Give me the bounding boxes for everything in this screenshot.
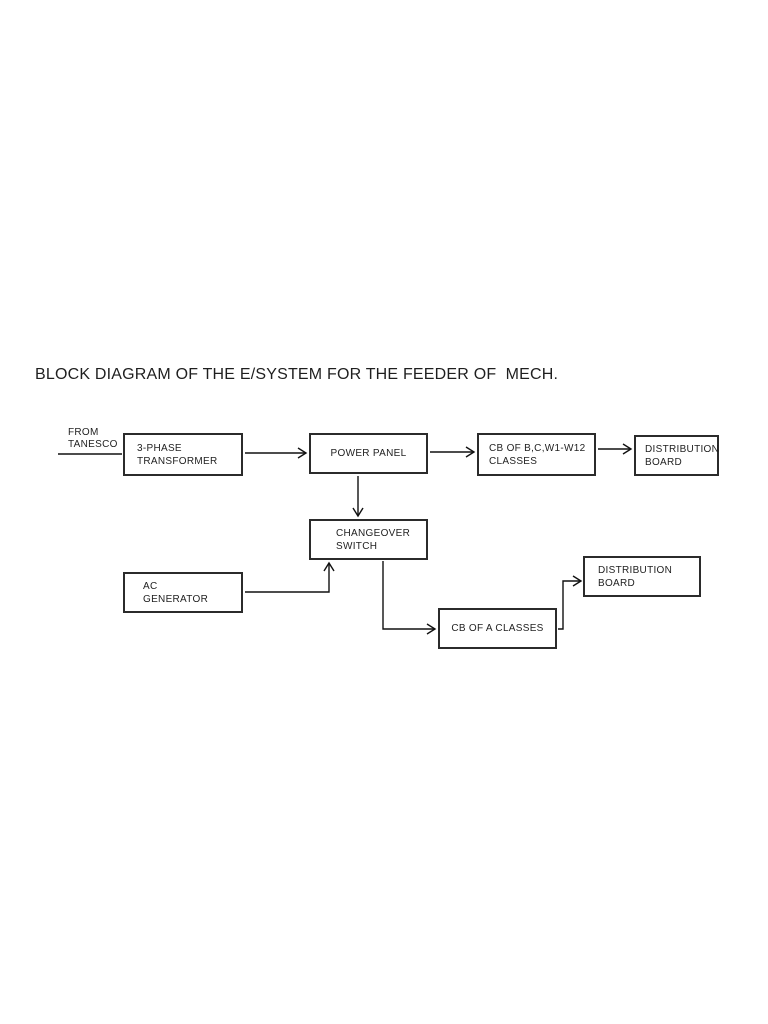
node-label: POWER PANEL xyxy=(330,448,407,459)
node-label: CB OF A CLASSES xyxy=(451,623,544,634)
node-ac-generator: AC GENERATOR xyxy=(123,572,243,613)
connector-changeover-to-cb-a-arrow xyxy=(382,561,437,635)
node-label: CB OF B,C,W1-W12 CLASSES xyxy=(489,442,586,467)
node-label: DISTRIBUTION BOARD xyxy=(645,443,720,468)
page-title: BLOCK DIAGRAM OF THE E/SYSTEM FOR THE FE… xyxy=(35,366,559,383)
node-distribution-board-bottom: DISTRIBUTION BOARD xyxy=(583,556,701,597)
connector-ac-generator-to-changeover-arrow xyxy=(245,561,335,593)
node-label: AC GENERATOR xyxy=(143,580,209,605)
connector-cb-a-to-distribution-bottom-arrow xyxy=(558,575,583,630)
node-power-panel: POWER PANEL xyxy=(309,433,428,474)
node-cb-of-a-classes: CB OF A CLASSES xyxy=(438,608,557,649)
node-label: 3-PHASE TRANSFORMER xyxy=(137,442,218,467)
node-three-phase-transformer: 3-PHASE TRANSFORMER xyxy=(123,433,243,476)
node-cb-of-bc-w1-w12-classes: CB OF B,C,W1-W12 CLASSES xyxy=(477,433,596,476)
node-distribution-board-top: DISTRIBUTION BOARD xyxy=(634,435,719,476)
node-label: DISTRIBUTION BOARD xyxy=(598,564,673,589)
source-label-from-tanesco: FROM TANESCO xyxy=(68,427,118,450)
node-label: CHANGEOVER SWITCH xyxy=(336,527,411,552)
node-changeover-switch: CHANGEOVER SWITCH xyxy=(309,519,428,560)
